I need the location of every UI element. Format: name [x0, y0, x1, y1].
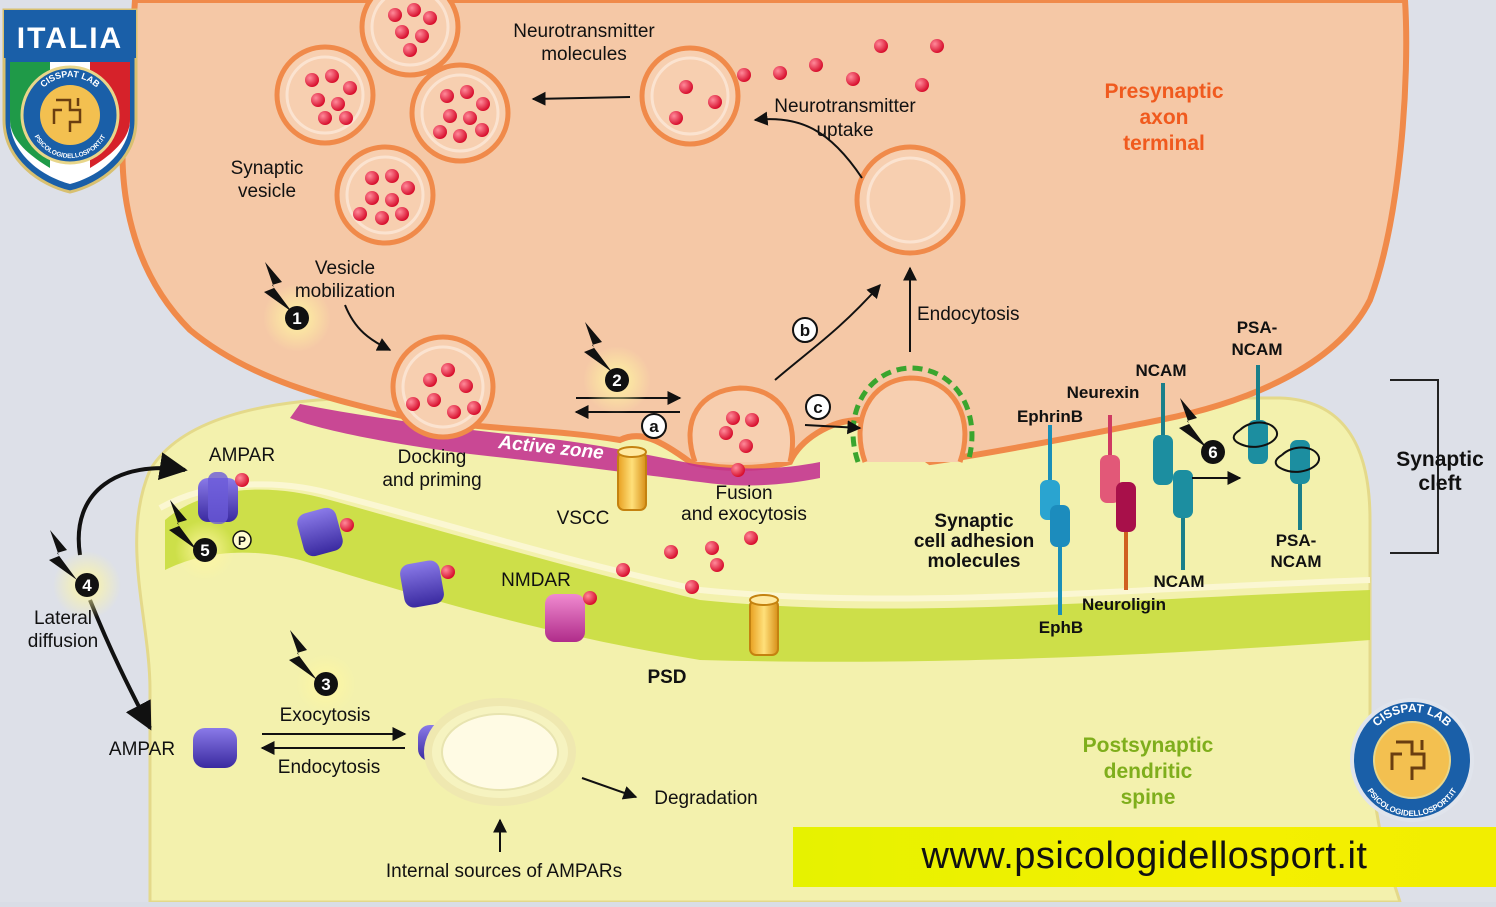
- label-cam-2: cell adhesion: [914, 531, 1034, 552]
- label-ephb: EphB: [1039, 618, 1083, 637]
- step-marker-1: 1: [263, 262, 331, 352]
- label-psa-ncam-bottom-2: NCAM: [1271, 552, 1322, 571]
- step-marker-2: 2: [583, 322, 651, 414]
- label-presynaptic-2: axon: [1139, 106, 1188, 129]
- empty-vesicle: [854, 144, 966, 256]
- label-endocytosis-bottom: Endocytosis: [278, 757, 380, 778]
- ampar-receptor: [193, 728, 237, 768]
- step-5-label: 5: [200, 541, 209, 560]
- label-psa-ncam-top-2: NCAM: [1232, 340, 1283, 359]
- ampar-receptor: [400, 560, 455, 608]
- label-fusion-2: and exocytosis: [681, 504, 807, 525]
- label-postsynaptic-3: spine: [1121, 786, 1176, 809]
- label-vscc: VSCC: [557, 508, 610, 529]
- label-cleft-1: Synaptic: [1396, 448, 1484, 471]
- label-psa-ncam-top-1: PSA-: [1237, 318, 1278, 337]
- label-fusion-1: Fusion: [715, 483, 772, 504]
- lateral-arrow-up: [76, 452, 188, 556]
- adhesion-molecules: [1040, 365, 1321, 615]
- label-internal-sources: Internal sources of AMPARs: [386, 861, 622, 882]
- label-lateral-1: Lateral: [34, 608, 92, 629]
- label-cleft-2: cleft: [1418, 472, 1461, 495]
- step-3-label: 3: [321, 675, 330, 694]
- label-docking-2: and priming: [382, 470, 481, 491]
- synaptic-vesicle: [334, 144, 436, 246]
- vscc-channel-post: [749, 594, 779, 656]
- label-ncam-top: NCAM: [1136, 361, 1187, 380]
- label-lateral-2: diffusion: [28, 631, 98, 652]
- step-marker-4: 4: [49, 530, 121, 619]
- pathway-b: b: [792, 317, 818, 343]
- vscc-channel: [617, 446, 647, 511]
- label-presynaptic-3: terminal: [1123, 132, 1205, 155]
- text-labels: Neurotransmitter molecules Neurotransmit…: [28, 21, 1484, 882]
- label-mobilization-1: Vesicle: [315, 258, 375, 279]
- label-postsynaptic-1: Postsynaptic: [1083, 734, 1214, 757]
- ampar-receptor: [198, 472, 249, 524]
- label-mobilization-2: mobilization: [295, 281, 395, 302]
- label-neuroligin: Neuroligin: [1082, 595, 1166, 614]
- pathway-c: c: [805, 394, 831, 420]
- label-presynaptic-1: Presynaptic: [1104, 80, 1223, 103]
- label-uptake-1: Neurotransmitter: [774, 96, 916, 117]
- label-ncam-bottom: NCAM: [1154, 572, 1205, 591]
- label-ampar-top: AMPAR: [209, 445, 275, 466]
- badge-country: ITALIA: [17, 22, 123, 55]
- pathway-c-label: c: [813, 398, 822, 417]
- label-postsynaptic-2: dendritic: [1104, 760, 1193, 783]
- label-degradation: Degradation: [654, 788, 758, 809]
- phospho-label: P: [238, 534, 246, 548]
- synaptic-vesicle: [274, 44, 376, 146]
- ampar-receptor: [297, 507, 354, 557]
- endosome: [424, 698, 576, 806]
- label-uptake-2: uptake: [816, 120, 873, 141]
- website-banner: www.psicologidellosport.it: [793, 827, 1496, 887]
- label-nt-molecules-1: Neurotransmitter: [513, 21, 655, 42]
- label-docking-1: Docking: [398, 447, 467, 468]
- label-ephrinb: EphrinB: [1017, 407, 1083, 426]
- label-cam-3: molecules: [928, 551, 1021, 572]
- label-ampar-left: AMPAR: [109, 739, 175, 760]
- label-endocytosis-top: Endocytosis: [917, 304, 1019, 325]
- step-1-label: 1: [292, 309, 301, 328]
- label-neurexin: Neurexin: [1067, 383, 1140, 402]
- step-6-label: 6: [1208, 443, 1217, 462]
- synaptic-vesicle: [409, 62, 511, 164]
- step-4-label: 4: [82, 576, 92, 595]
- step-marker-6: 6: [1179, 398, 1225, 464]
- nmdar-receptor: [545, 591, 597, 642]
- label-exocytosis: Exocytosis: [280, 705, 371, 726]
- label-vesicle-2: vesicle: [238, 181, 296, 202]
- italia-badge: ITALIA CISSPAT LAB PSICOLOGIDELLOSPORT.I…: [2, 8, 138, 194]
- step-marker-3: 3: [289, 630, 356, 714]
- label-cam-1: Synaptic: [934, 511, 1014, 532]
- label-vesicle-1: Synaptic: [231, 158, 304, 179]
- website-url[interactable]: www.psicologidellosport.it: [921, 835, 1368, 877]
- pathway-a: a: [641, 413, 667, 439]
- fusion-vesicle: [687, 385, 796, 477]
- cleft-bracket: [1390, 379, 1439, 554]
- uptake-vesicle: [639, 45, 741, 147]
- pathway-b-label: b: [800, 321, 810, 340]
- vesicle-cluster: [274, 0, 511, 246]
- pathway-a-label: a: [649, 417, 659, 436]
- cleft-neurotransmitter: [616, 531, 758, 594]
- step-marker-5: 5: [169, 500, 235, 580]
- neurotransmitter-dots: [305, 3, 490, 225]
- label-nmdar: NMDAR: [501, 570, 571, 591]
- free-neurotransmitter-top: [737, 39, 944, 92]
- step-2-label: 2: [612, 371, 621, 390]
- docking-vesicle: [390, 334, 496, 440]
- label-psd: PSD: [647, 667, 686, 688]
- label-nt-molecules-2: molecules: [541, 44, 627, 65]
- label-psa-ncam-bottom-1: PSA-: [1276, 531, 1317, 550]
- cisspat-logo: CISSPAT LAB PSICOLOGIDELLOSPORT.IT: [1350, 698, 1474, 822]
